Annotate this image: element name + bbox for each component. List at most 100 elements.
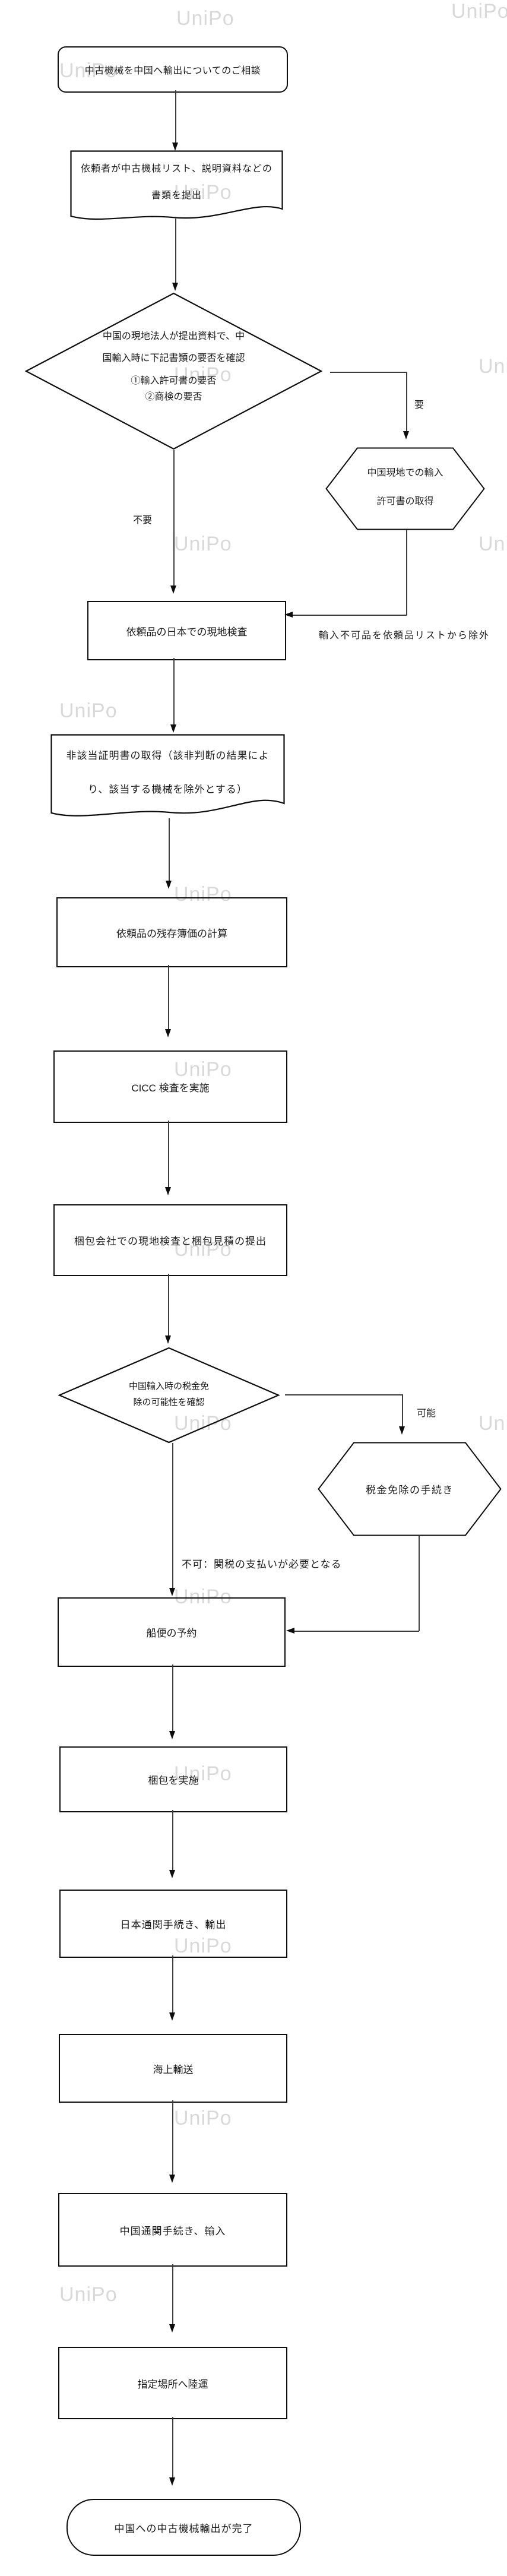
- arrowhead: [169, 1731, 175, 1739]
- node-label: 依頼品の残存簿価の計算: [116, 928, 227, 939]
- node-label: 指定場所へ陸運: [137, 2378, 208, 2390]
- connector-line: [419, 1536, 420, 1631]
- watermark-text: UniPo: [479, 355, 507, 378]
- watermark-text: UniPo: [174, 2107, 232, 2129]
- edge-label-not-required: 不要: [133, 515, 153, 526]
- diamond-shape: [58, 1347, 280, 1444]
- document-shape: [50, 734, 285, 817]
- connector-line: [172, 1810, 173, 1870]
- arrowhead: [170, 586, 176, 594]
- watermark-text: UniPo: [59, 59, 118, 82]
- arrowhead: [286, 1628, 294, 1634]
- node-label: 船便の予約: [146, 1628, 197, 1639]
- node-label-line: 国輸入時に下記書類の要否を確認: [102, 353, 245, 363]
- decision-document-requirement: 中国の現地法人が提出資料で、中 国輸入時に下記書類の要否を確認 ①輸入許可書の要…: [25, 292, 322, 450]
- arrowhead: [172, 283, 178, 291]
- node-label: 税金免除の手続き: [366, 1485, 454, 1496]
- node-label-line: 依頼者が中古機械リスト、説明資料などの: [81, 164, 272, 174]
- connector-line: [172, 2100, 173, 2175]
- connector-line: [402, 1394, 403, 1426]
- arrowhead: [399, 1426, 405, 1435]
- document-submit-documents: 依頼者が中古機械リスト、説明資料などの 書類を提出: [70, 150, 283, 223]
- watermark-text: UniPo: [174, 533, 232, 555]
- node-label: 中国通関手続き、輸入: [119, 2225, 226, 2237]
- node-label: 日本通関手続き、輸出: [120, 1919, 227, 1931]
- arrowhead: [169, 2324, 175, 2333]
- arrowhead: [403, 431, 409, 439]
- process-packing-inspection-quote: 梱包会社での現地検査と梱包見積の提出: [53, 1204, 287, 1276]
- watermark-text: UniPo: [479, 1412, 507, 1435]
- arrowhead: [165, 1029, 171, 1037]
- node-label: 梱包会社での現地検査と梱包見積の提出: [74, 1236, 267, 1247]
- connector-line: [168, 1274, 169, 1336]
- watermark-text: UniPo: [174, 1058, 232, 1081]
- edge-label-not-possible-note: 不可：関税の支払いが必要となる: [182, 1559, 342, 1570]
- connector-line: [175, 90, 176, 143]
- watermark-text: UniPo: [176, 7, 235, 30]
- arrowhead: [169, 1870, 175, 1878]
- node-export-complete: 中国への中古機械輸出が完了: [66, 2499, 301, 2556]
- diamond-shape: [25, 292, 322, 450]
- watermark-text: UniPo: [174, 1412, 232, 1435]
- hexagon-shape: [325, 447, 485, 530]
- node-label: 依頼品の日本での現地検査: [126, 626, 248, 638]
- connector-line: [172, 1664, 173, 1731]
- connector-line: [172, 1443, 173, 1588]
- arrowhead: [170, 724, 176, 733]
- node-label: 梱包を実施: [148, 1775, 199, 1786]
- node-label-line: 許可書の取得: [376, 496, 434, 507]
- node-import-permit: 中国現地での輸入 許可書の取得: [325, 447, 485, 530]
- watermark-text: UniPo: [174, 1586, 232, 1608]
- document-shape: [70, 150, 283, 220]
- connector-line: [172, 2264, 173, 2324]
- connector-line: [285, 1394, 403, 1395]
- connector-line: [294, 1631, 419, 1632]
- arrowhead: [165, 1187, 171, 1195]
- arrowhead: [284, 612, 293, 618]
- connector-line: [173, 658, 175, 724]
- node-label-line: ①輸入許可書の要否: [131, 376, 217, 386]
- watermark-text: UniPo: [174, 883, 232, 906]
- node-label-line: 中国現地での輸入: [367, 468, 443, 478]
- arrowhead: [169, 2477, 175, 2486]
- watermark-text: UniPo: [174, 1762, 232, 1785]
- edge-label-possible: 可能: [417, 1409, 436, 1419]
- watermark-text: UniPo: [174, 181, 232, 204]
- process-cicc-inspection: CICC 検査を実施: [53, 1050, 287, 1123]
- node-start-consultation: 中古機械を中国へ輸出についてのご相談: [58, 46, 288, 93]
- decision-tax-exemption: 中国輸入時の税金免 除の可能性を確認: [58, 1347, 280, 1444]
- node-label: 中国への中古機械輸出が完了: [114, 2523, 254, 2534]
- watermark-text: UniPo: [174, 1238, 232, 1261]
- node-label-line: 中国輸入時の税金免: [128, 1382, 209, 1391]
- connector-line: [406, 530, 407, 615]
- connector-line: [168, 1121, 169, 1187]
- connector-line: [292, 615, 407, 616]
- process-china-customs-import: 中国通関手続き、輸入: [58, 2193, 287, 2267]
- process-land-transport: 指定場所へ陸運: [58, 2347, 287, 2419]
- watermark-text: UniPo: [479, 533, 507, 555]
- edge-label-exclude-note: 輸入不可品を依頼品リストから除外: [318, 631, 490, 641]
- watermark-text: UniPo: [59, 2283, 118, 2306]
- node-label-line: 書類を提出: [151, 191, 202, 201]
- process-sea-transport: 海上輸送: [59, 2034, 287, 2103]
- watermark-text: UniPo: [174, 363, 232, 386]
- node-label-line: 除の可能性を確認: [133, 1398, 205, 1407]
- watermark-text: UniPo: [451, 0, 507, 23]
- node-label: 中古機械を中国へ輸出についてのご相談: [84, 66, 261, 76]
- node-label-line: 非該当証明書の取得（該非判断の結果によ: [66, 750, 270, 761]
- connector-line: [168, 965, 169, 1029]
- process-ship-booking: 船便の予約: [58, 1597, 286, 1667]
- node-tax-exemption-procedure: 税金免除の手続き: [318, 1442, 502, 1536]
- connector-line: [330, 372, 407, 373]
- node-label-line: り、該当する機械を除外とする）: [88, 784, 248, 795]
- watermark-text: UniPo: [59, 700, 118, 722]
- connector-line: [406, 372, 407, 431]
- connector-line: [172, 1955, 173, 2012]
- edge-label-required: 要: [414, 400, 424, 410]
- connector-line: [173, 450, 175, 586]
- node-label: 海上輸送: [153, 2064, 194, 2075]
- watermark-text: UniPo: [174, 1935, 232, 1957]
- node-label-line: ②商検の要否: [145, 392, 202, 402]
- hexagon-shape: [318, 1442, 502, 1536]
